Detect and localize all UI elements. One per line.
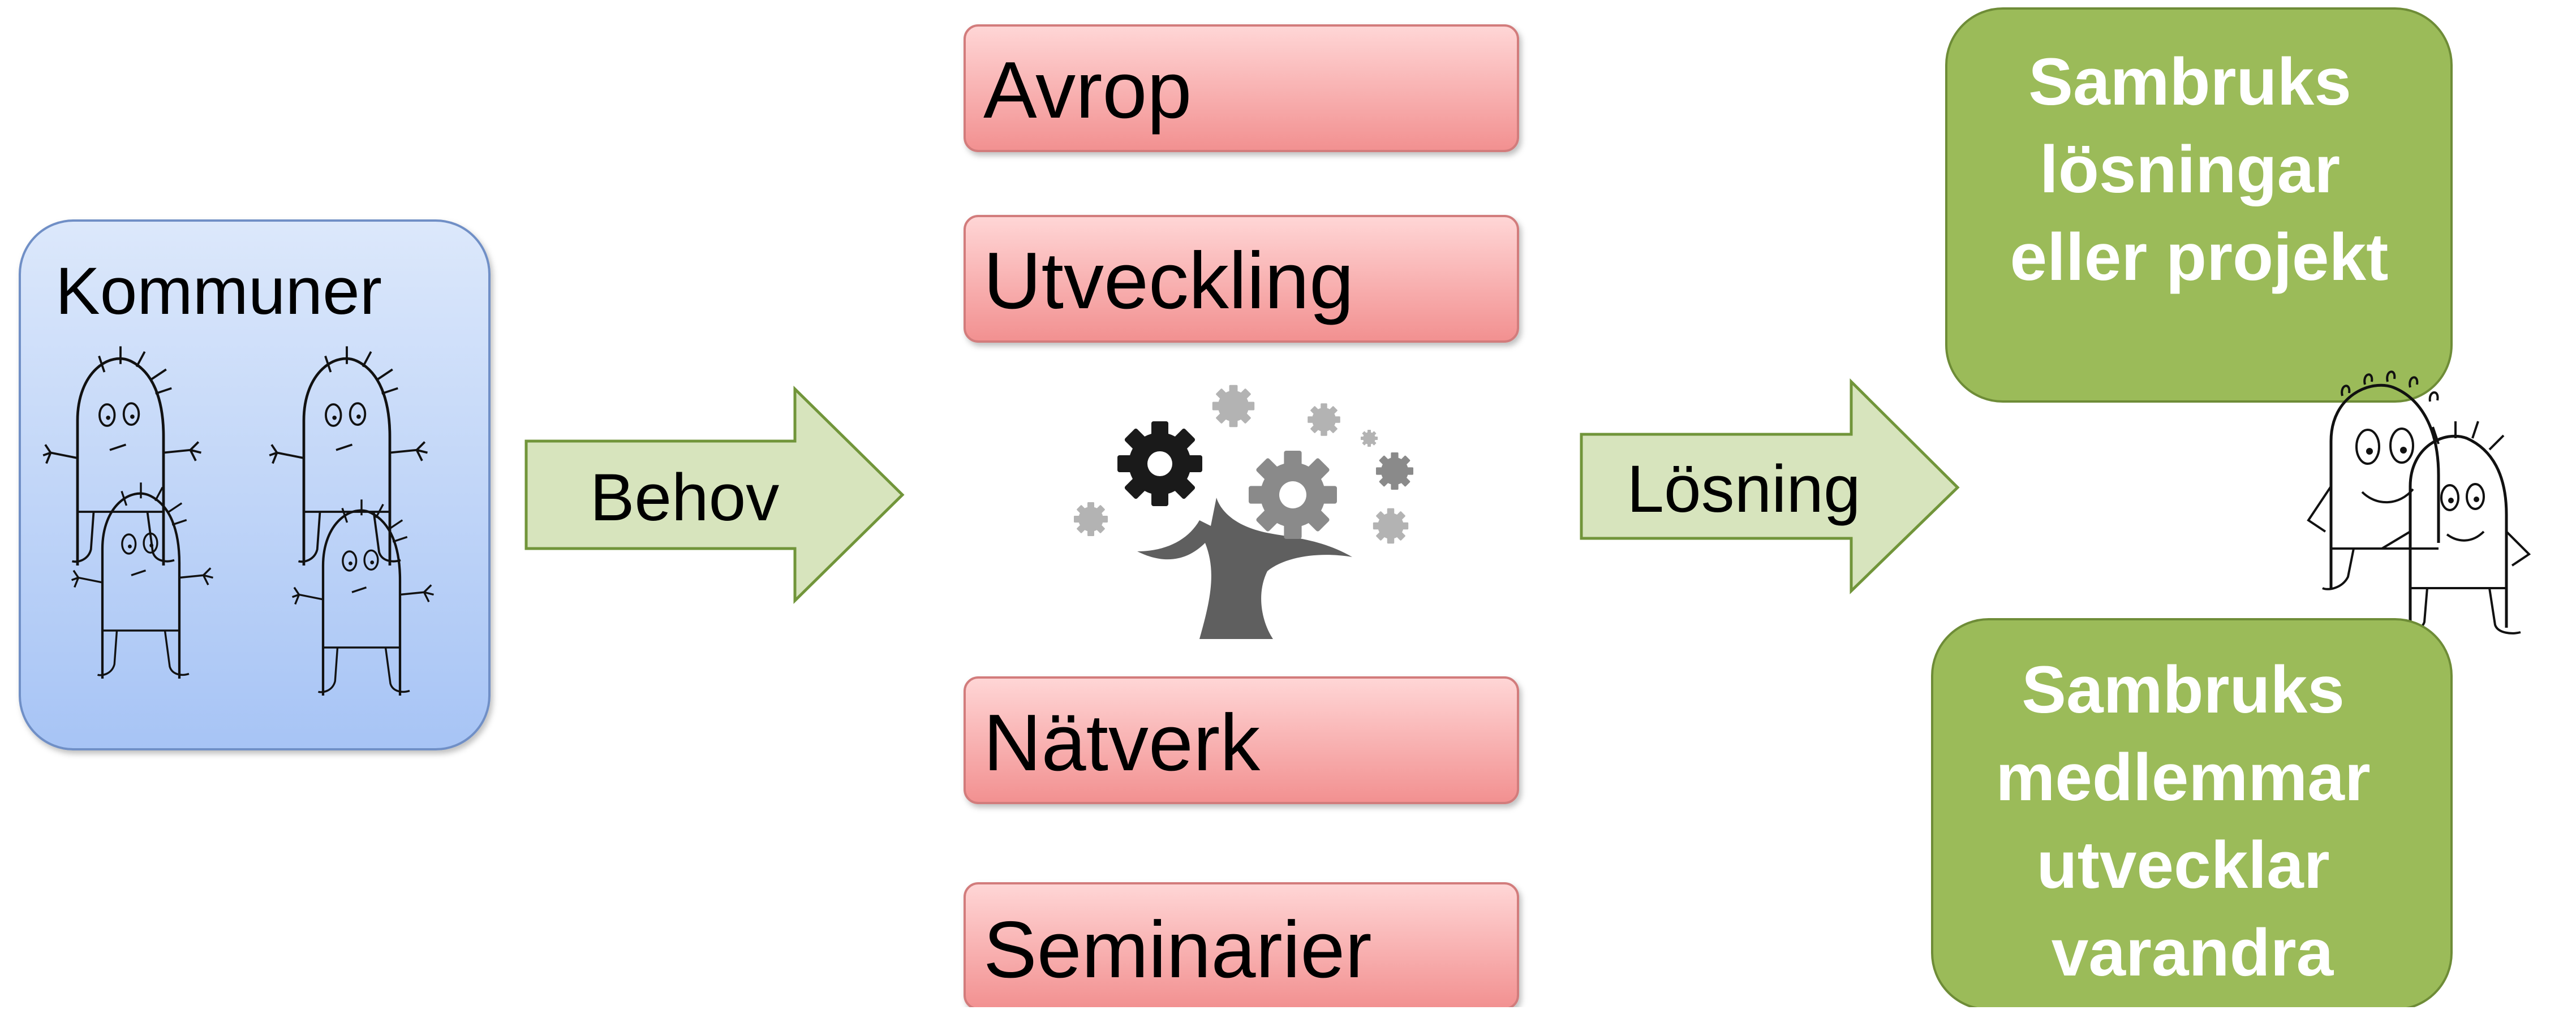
- behov-arrow: Behov: [524, 386, 905, 604]
- activity-avrop-box: [964, 24, 1519, 152]
- outcome-solutions: Sambruks lösningar eller projekt: [1945, 7, 2453, 403]
- gear-small-right: [1376, 452, 1413, 490]
- outcome-solutions-line-3: eller projekt: [2010, 220, 2389, 295]
- losning-arrow-shape: [1580, 378, 1960, 594]
- outcome-members-line-4: varandra: [2052, 916, 2334, 990]
- happy-people-doodle: [2307, 370, 2531, 635]
- outcome-solutions-text: Sambruks lösningar eller projekt: [2010, 45, 2389, 295]
- gear-large-dark-hole: [1147, 451, 1172, 476]
- activity-seminarier: Seminarier: [964, 882, 1519, 1010]
- outcome-solutions-line-2: lösningar: [2040, 132, 2340, 207]
- activity-utveckling-label: Utveckling: [983, 236, 1354, 326]
- losning-arrow-label: Lösning: [1627, 452, 1860, 526]
- gear-small-top: [1212, 385, 1255, 428]
- kommuner-box-background: [19, 219, 491, 750]
- activity-avrop-label: Avrop: [983, 45, 1192, 135]
- gear-tree-icon: [1074, 385, 1413, 639]
- outcome-solutions-box: [1945, 7, 2453, 403]
- losning-arrow: Lösning: [1580, 378, 1960, 594]
- activity-seminarier-label: Seminarier: [983, 905, 1372, 995]
- outcome-solutions-line-1: Sambruks: [2028, 45, 2351, 119]
- outcome-members-text: Sambruks medlemmar utvecklar varandra: [1996, 653, 2389, 990]
- activity-utveckling: Utveckling: [964, 215, 1519, 343]
- happy-person-1: [2307, 370, 2440, 590]
- activity-utveckling-box: [964, 215, 1519, 343]
- kommuner-label: Kommuner: [55, 254, 382, 329]
- activity-avrop: Avrop: [964, 24, 1519, 152]
- outcome-members-line-2: medlemmar: [1996, 740, 2370, 815]
- gear-small-lower-right: [1373, 508, 1409, 544]
- behov-arrow-shape: [524, 386, 905, 604]
- tree-trunk: [1137, 498, 1352, 639]
- activity-natverk: Nätverk: [964, 676, 1519, 804]
- activity-natverk-box: [964, 676, 1519, 804]
- behov-arrow-label: Behov: [590, 460, 780, 535]
- gear-large-grey-hole: [1279, 481, 1306, 508]
- activity-natverk-label: Nätverk: [983, 698, 1261, 788]
- outcome-members-line-3: utvecklar: [2036, 828, 2329, 903]
- outcome-members-line-1: Sambruks: [2022, 653, 2345, 727]
- gear-tiny: [1361, 430, 1378, 447]
- gear-small-top-right: [1308, 403, 1340, 436]
- kommuner-box: Kommuner: [19, 219, 491, 750]
- gear-small-left: [1074, 502, 1108, 536]
- outcome-members: Sambruks medlemmar utvecklar varandra: [1931, 618, 2453, 1010]
